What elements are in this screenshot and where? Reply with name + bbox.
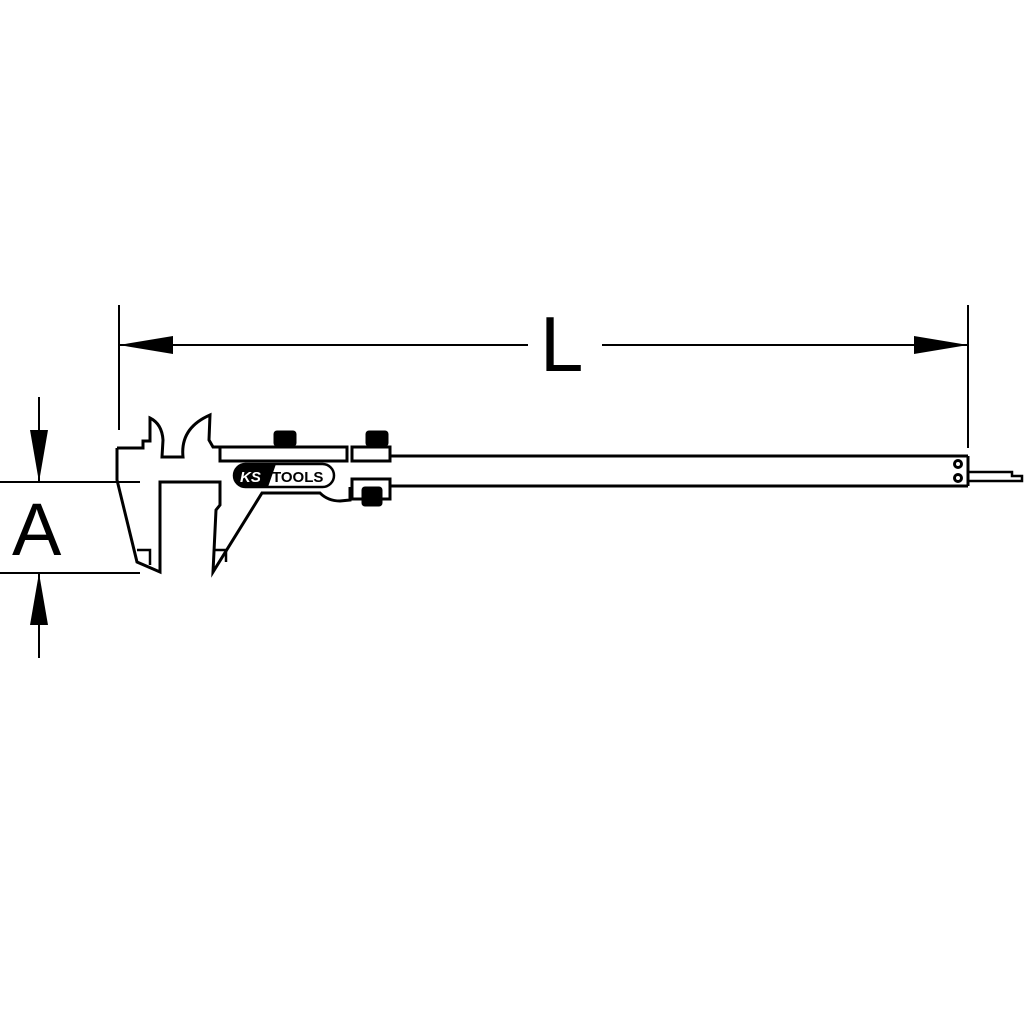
dimension-A [0,397,140,658]
rivet-icon [953,459,963,469]
dimension-label-jaw-depth: A [12,488,62,571]
arrow-up-icon [30,573,48,625]
arrow-right-icon [914,336,968,354]
thumb-screw-icon [273,430,297,447]
ks-tools-logo: KS TOOLS [232,462,336,489]
arrow-left-icon [119,336,173,354]
lock-knob-icon [361,486,383,507]
arrow-down-icon [30,430,48,482]
svg-text:TOOLS: TOOLS [272,469,323,486]
svg-text:KS: KS [240,469,261,486]
caliper [115,412,1024,578]
rivet-icon [953,473,963,483]
dimension-label-length: L [540,300,584,388]
thumb-screw-icon [365,430,389,447]
dimension-L [118,305,969,448]
